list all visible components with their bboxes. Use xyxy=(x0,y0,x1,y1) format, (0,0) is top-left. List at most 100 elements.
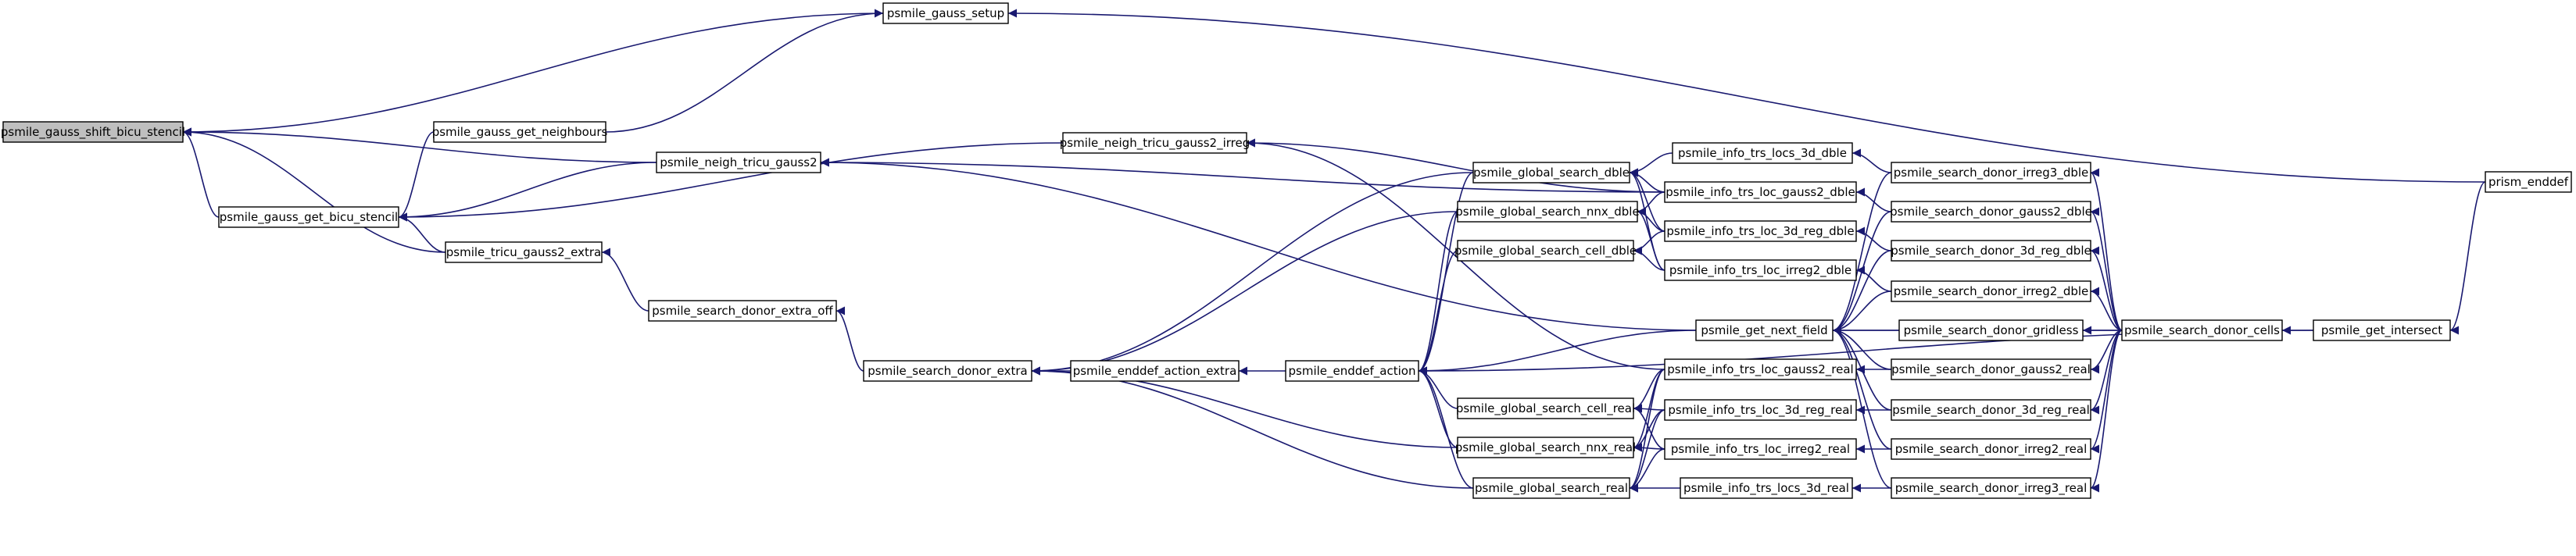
node-box[interactable] xyxy=(1664,358,1857,380)
edge-n35-to-n34 xyxy=(2090,330,2123,493)
edge-n3-to-n1 xyxy=(398,131,435,222)
node-psmile-search-donor-3d-reg-real[interactable]: psmile_search_donor_3d_reg_real xyxy=(1891,399,2091,421)
node-psmile-global-search-nnx-real[interactable]: psmile_global_search_nnx_real xyxy=(1455,437,1636,458)
node-box[interactable] xyxy=(1891,280,2091,302)
node-box[interactable] xyxy=(882,2,1009,24)
node-psmile-enddef-action-extra[interactable]: psmile_enddef_action_extra xyxy=(1070,360,1240,382)
node-prism-enddef[interactable]: prism_enddef xyxy=(2485,171,2572,193)
node-psmile-global-search-cell-dble[interactable]: psmile_global_search_cell_dble xyxy=(1454,240,1637,262)
node-psmile-info-trs-locs-3d-dble[interactable]: psmile_info_trs_locs_3d_dble xyxy=(1672,142,1853,164)
node-box[interactable] xyxy=(2,121,184,143)
node-box[interactable] xyxy=(1472,477,1630,499)
node-box[interactable] xyxy=(1664,438,1857,460)
node-box[interactable] xyxy=(863,360,1032,382)
node-box[interactable] xyxy=(1664,181,1857,203)
node-psmile-search-donor-irreg2-real[interactable]: psmile_search_donor_irreg2_real xyxy=(1891,438,2091,460)
node-psmile-global-search-nnx-dble[interactable]: psmile_global_search_nnx_dble xyxy=(1455,201,1640,223)
node-psmile-gauss-shift-bicu-stencil[interactable]: psmile_gauss_shift_bicu_stencil xyxy=(1,121,185,143)
edge-n3-to-n2 xyxy=(605,9,884,133)
node-label: psmile_search_donor_cells xyxy=(2124,323,2280,338)
node-box[interactable] xyxy=(1664,399,1857,421)
node-psmile-search-donor-3d-reg-dble[interactable]: psmile_search_donor_3d_reg_dble xyxy=(1891,240,2091,262)
node-box[interactable] xyxy=(1285,360,1419,382)
node-psmile-search-donor-gridless[interactable]: psmile_search_donor_gridless xyxy=(1898,319,2084,341)
node-psmile-info-trs-loc-gauss2-dble[interactable]: psmile_info_trs_loc_gauss2_dble xyxy=(1664,181,1857,203)
node-box[interactable] xyxy=(2121,319,2283,341)
node-box[interactable] xyxy=(656,151,821,173)
node-box[interactable] xyxy=(2313,319,2451,341)
node-psmile-gauss-get-neighbours[interactable]: psmile_gauss_get_neighbours xyxy=(432,121,608,143)
node-psmile-tricu-gauss2-extra[interactable]: psmile_tricu_gauss2_extra xyxy=(445,241,603,263)
node-box[interactable] xyxy=(1891,477,2091,499)
node-psmile-info-trs-loc-irreg2-dble[interactable]: psmile_info_trs_loc_irreg2_dble xyxy=(1664,259,1857,281)
node-box[interactable] xyxy=(1062,132,1247,154)
node-psmile-search-donor-irreg3-real[interactable]: psmile_search_donor_irreg3_real xyxy=(1891,477,2091,499)
node-psmile-search-donor-gauss2-real[interactable]: psmile_search_donor_gauss2_real xyxy=(1891,358,2091,380)
node-psmile-global-search-dble[interactable]: psmile_global_search_dble xyxy=(1472,162,1630,184)
edge-n35-to-n29 xyxy=(2090,287,2123,331)
node-box[interactable] xyxy=(1664,220,1857,242)
node-box[interactable] xyxy=(1457,240,1634,262)
node-box[interactable] xyxy=(1695,319,1834,341)
edge-n35-to-n31 xyxy=(2090,330,2123,374)
node-psmile-enddef-action[interactable]: psmile_enddef_action xyxy=(1285,360,1419,382)
node-box[interactable] xyxy=(1472,162,1630,184)
node-label: psmile_global_search_real xyxy=(1475,481,1628,496)
node-psmile-search-donor-extra[interactable]: psmile_search_donor_extra xyxy=(863,360,1032,382)
node-psmile-info-trs-loc-gauss2-real[interactable]: psmile_info_trs_loc_gauss2_real xyxy=(1664,358,1857,380)
edge-n7-to-n6 xyxy=(601,248,649,312)
node-psmile-gauss-setup[interactable]: psmile_gauss_setup xyxy=(882,2,1009,24)
node-box[interactable] xyxy=(1672,142,1853,164)
edge-n8-to-n7 xyxy=(835,306,864,372)
node-box[interactable] xyxy=(1680,477,1853,499)
node-psmile-search-donor-extra-off[interactable]: psmile_search_donor_extra_off xyxy=(648,300,837,322)
node-box[interactable] xyxy=(1457,201,1638,223)
node-box[interactable] xyxy=(433,121,606,143)
node-label: psmile_search_donor_gauss2_real xyxy=(1891,362,2091,377)
node-box[interactable] xyxy=(1457,397,1634,419)
node-psmile-neigh-tricu-gauss2-irreg[interactable]: psmile_neigh_tricu_gauss2_irreg xyxy=(1060,132,1250,154)
node-psmile-gauss-get-bicu-stencil[interactable]: psmile_gauss_get_bicu_stencil xyxy=(218,206,399,228)
edge-n29-to-n20 xyxy=(1855,266,1892,292)
node-psmile-get-intersect[interactable]: psmile_get_intersect xyxy=(2313,319,2451,341)
node-label: psmile_search_donor_extra_off xyxy=(652,304,833,319)
edge-n27-to-n21 xyxy=(1832,211,1892,335)
node-box[interactable] xyxy=(1891,162,2091,184)
node-psmile-info-trs-loc-3d-reg-real[interactable]: psmile_info_trs_loc_3d_reg_real xyxy=(1664,399,1857,421)
node-box[interactable] xyxy=(1891,358,2091,380)
node-label: psmile_get_next_field xyxy=(1701,323,1827,338)
node-label: psmile_search_donor_irreg2_dble xyxy=(1894,284,2089,299)
edge-n16-to-n10 xyxy=(1418,366,1474,489)
edge-n17-to-n11 xyxy=(1629,152,1673,177)
node-box[interactable] xyxy=(1891,399,2091,421)
node-box[interactable] xyxy=(218,206,399,228)
node-psmile-info-trs-loc-3d-reg-dble[interactable]: psmile_info_trs_loc_3d_reg_dble xyxy=(1664,220,1857,242)
node-box[interactable] xyxy=(1891,438,2091,460)
node-box[interactable] xyxy=(1070,360,1240,382)
node-psmile-neigh-tricu-gauss2[interactable]: psmile_neigh_tricu_gauss2 xyxy=(656,151,821,173)
node-psmile-search-donor-irreg2-dble[interactable]: psmile_search_donor_irreg2_dble xyxy=(1891,280,2091,302)
node-box[interactable] xyxy=(1898,319,2084,341)
node-psmile-get-next-field[interactable]: psmile_get_next_field xyxy=(1695,319,1834,341)
node-box[interactable] xyxy=(1664,259,1857,281)
node-psmile-info-trs-locs-3d-real[interactable]: psmile_info_trs_locs_3d_real xyxy=(1680,477,1853,499)
node-label: psmile_global_search_cell_dble xyxy=(1454,244,1637,258)
edge-n35-to-n27 xyxy=(2090,207,2123,331)
node-psmile-global-search-real[interactable]: psmile_global_search_real xyxy=(1472,477,1630,499)
node-psmile-search-donor-irreg3-dble[interactable]: psmile_search_donor_irreg3_dble xyxy=(1891,162,2091,184)
edge-n13-to-n10 xyxy=(1418,250,1458,376)
node-box[interactable] xyxy=(648,300,837,322)
edge-n37-to-n36 xyxy=(2449,181,2486,335)
node-psmile-search-donor-gauss2-dble[interactable]: psmile_search_donor_gauss2_dble xyxy=(1890,201,2092,223)
node-psmile-info-trs-loc-irreg2-real[interactable]: psmile_info_trs_loc_irreg2_real xyxy=(1664,438,1857,460)
node-box[interactable] xyxy=(1891,201,2091,223)
node-box[interactable] xyxy=(2485,171,2572,193)
edge-n22-to-n16 xyxy=(1629,369,1665,493)
node-box[interactable] xyxy=(445,241,603,263)
node-psmile-search-donor-cells[interactable]: psmile_search_donor_cells xyxy=(2121,319,2283,341)
node-psmile-global-search-cell-real[interactable]: psmile_global_search_cell_real xyxy=(1456,397,1635,419)
node-box[interactable] xyxy=(1891,240,2091,262)
node-box[interactable] xyxy=(1457,437,1634,458)
node-label: psmile_info_trs_loc_gauss2_dble xyxy=(1665,185,1855,200)
